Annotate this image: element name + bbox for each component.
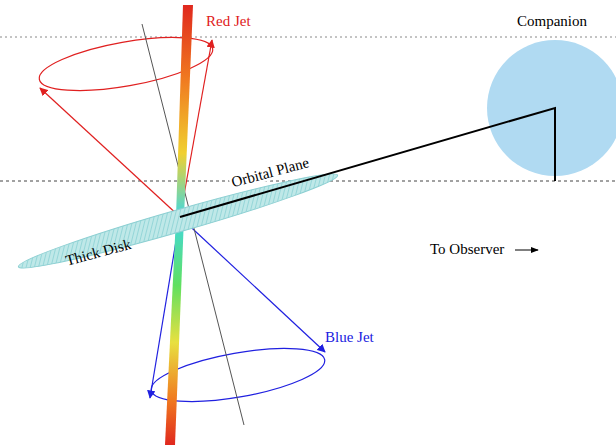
companion-label: Companion: [517, 14, 587, 29]
observer-label: To Observer: [430, 242, 504, 257]
jet-label: Red Jet: [206, 14, 251, 29]
jet-label: Blue Jet: [325, 330, 374, 345]
